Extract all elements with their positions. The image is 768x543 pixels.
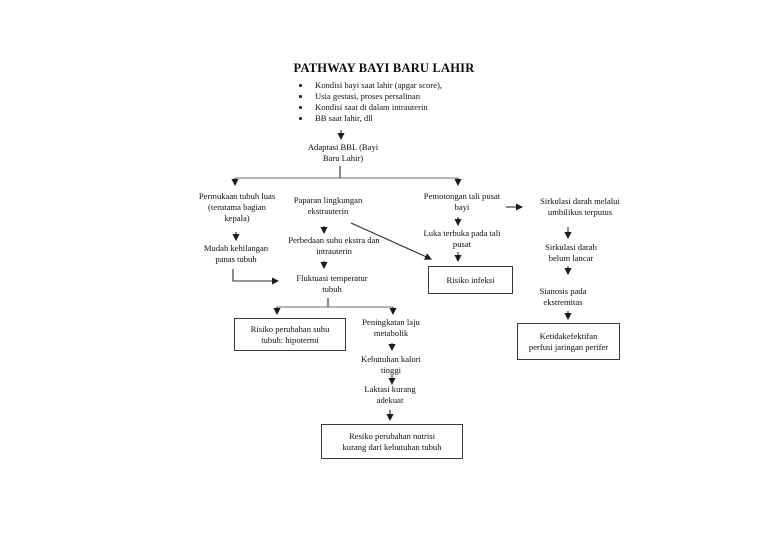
node-paparan-lingkungan: Paparan lingkungan ekstrauterin bbox=[293, 195, 363, 216]
factor-item-bb-lahir: BB saat lahir, dll bbox=[311, 113, 491, 124]
diagnosis-box-resiko-perubahan-nutrisi: Resiko perubahan nutrisi kurang dari keb… bbox=[321, 424, 463, 459]
page-title: PATHWAY BAYI BARU LAHIR bbox=[293, 61, 475, 75]
node-pemotongan-tali-pusat: Pemotongan tali pusat bayi bbox=[423, 191, 501, 212]
node-permukaan-tubuh: Permukaan tubuh luas (terutama bagian ke… bbox=[198, 191, 276, 223]
factor-item-apgar: Kondisi bayi saat lahir (apgar score), bbox=[311, 80, 491, 91]
node-sianosis-ekstremitas: Sianosis pada ekstremitas bbox=[539, 286, 587, 307]
diagnosis-box-ketidakefektifan-perfusi: Ketidakefektifan perfusi jaringan perife… bbox=[517, 323, 620, 360]
node-fluktuasi-temperatur: Fluktuasi temperatur tubuh bbox=[296, 273, 368, 294]
node-laktasi-kurang: Laktasi kurang adekuat bbox=[364, 384, 416, 405]
node-perbedaan-suhu: Perbedaan suhu ekstra dan intrauterin bbox=[288, 235, 380, 256]
factor-item-intrauterin: Kondisi saat di dalam intrauterin bbox=[311, 102, 491, 113]
diagnosis-box-risiko-infeksi: Risiko infeksi bbox=[428, 266, 513, 294]
factor-item-gestasi: Usia gestasi, proses persalinan bbox=[311, 91, 491, 102]
diagnosis-box-risiko-perubahan-suhu: Risiko perubahan suhu tubuh: hipotermi bbox=[234, 318, 346, 351]
node-mudah-kehilangan-panas: Mudah kehilangan panas tubuh bbox=[203, 243, 269, 264]
node-kebutuhan-kalori: Kebutuhan kalori tinggi bbox=[361, 354, 421, 375]
node-luka-terbuka: Luka terbuka pada tali pusat bbox=[423, 228, 501, 249]
factor-list: Kondisi bayi saat lahir (apgar score), U… bbox=[297, 80, 491, 124]
node-sirkulasi-belum-lancar: Sirkulasi darah belum lancar bbox=[545, 242, 597, 263]
node-peningkatan-laju-metabolik: Peningkatan laju metabolik bbox=[362, 317, 420, 338]
node-adaptasi-bbl: Adaptasi BBL (Bayi Baru Lahir) bbox=[307, 142, 379, 163]
node-sirkulasi-umbilikus: Sirkulasi darah melalui umbilikus terput… bbox=[540, 196, 620, 217]
